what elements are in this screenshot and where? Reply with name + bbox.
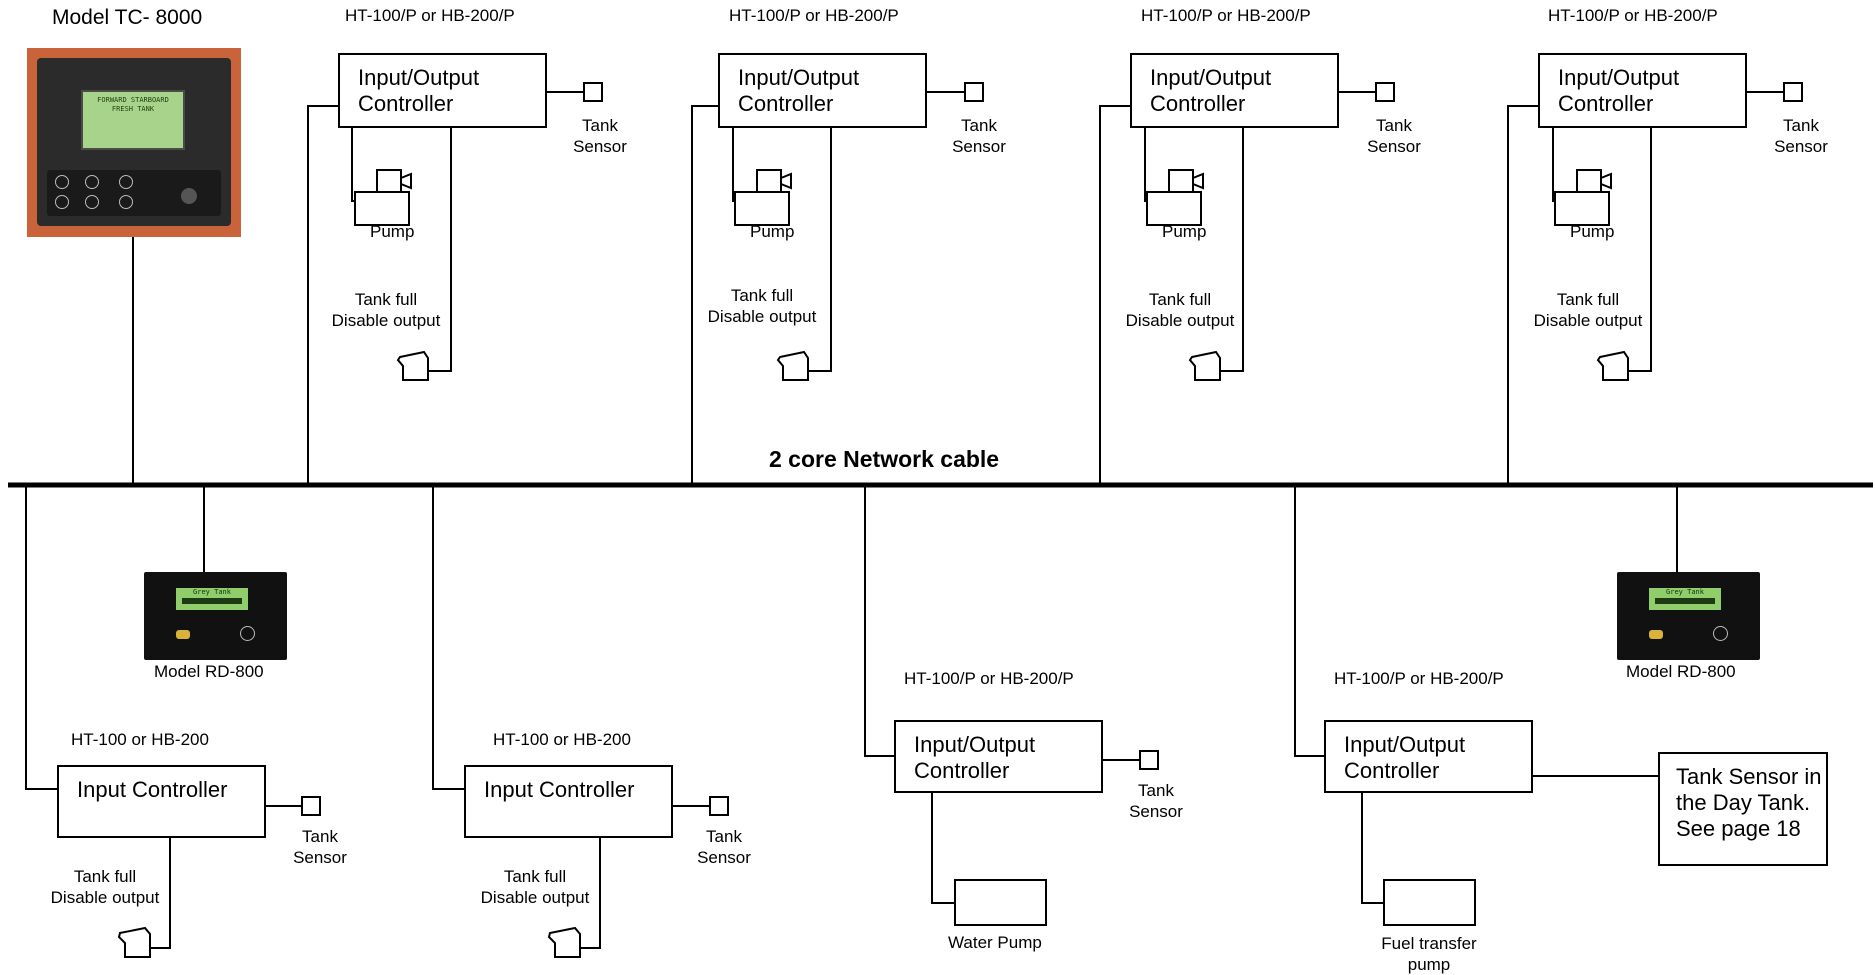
- tc8000-device-image: FORWARD STARBOARD FRESH TANK: [27, 48, 241, 237]
- rd800-lcd: Grey Tank: [176, 588, 248, 610]
- controller-2-model: HT-100/P or HB-200/P: [729, 6, 899, 25]
- tc8000-lcd: FORWARD STARBOARD FRESH TANK: [81, 90, 185, 150]
- pump-label: Pump: [1162, 222, 1207, 241]
- controller-3-model: HT-100/P or HB-200/P: [1141, 6, 1311, 25]
- rd800-bar: [182, 598, 242, 604]
- rd800-device-image: Grey Tank: [1617, 572, 1760, 660]
- controller-4-model: HT-100/P or HB-200/P: [1548, 6, 1718, 25]
- down-button-icon: [119, 195, 133, 209]
- io-bottom-1-model: HT-100/P or HB-200/P: [904, 669, 1074, 688]
- knob-icon: [181, 188, 197, 204]
- tank-sensor-icon: [964, 82, 984, 102]
- input-controller-2-model: HT-100 or HB-200: [493, 730, 631, 749]
- pump-label: Pump: [1570, 222, 1615, 241]
- pump-icon: [734, 169, 792, 226]
- logo-icon: [176, 630, 190, 639]
- down-button-icon: [85, 195, 99, 209]
- rd800-device-image: Grey Tank: [144, 572, 287, 660]
- rd800-label-right: Model RD-800: [1626, 662, 1736, 681]
- pump-label: Pump: [370, 222, 415, 241]
- pump-label: Pump: [750, 222, 795, 241]
- rd800-bar: [1655, 598, 1715, 604]
- logo-icon: [1649, 630, 1663, 639]
- tank-sensor-icon: [301, 796, 321, 816]
- pump-icon: [1554, 169, 1612, 226]
- top-drop-3: [1099, 105, 1130, 485]
- float-switch-icon: [396, 350, 429, 381]
- tank-sensor-icon: [1783, 82, 1803, 102]
- fuel-pump-box: [1383, 879, 1476, 926]
- pump-icon: [354, 169, 412, 226]
- down-button-icon: [55, 195, 69, 209]
- day-tank-note: Tank Sensor in the Day Tank. See page 18: [1658, 752, 1828, 866]
- rd800-label-left: Model RD-800: [154, 662, 264, 681]
- tc8000-lcd-line1: FORWARD STARBOARD: [97, 96, 169, 104]
- top-drop-1: [307, 105, 338, 485]
- water-pump-box: [954, 879, 1047, 926]
- backlight-button-icon: [240, 626, 255, 641]
- float-switch-icon: [1596, 350, 1629, 381]
- top-drop-2: [691, 105, 718, 485]
- tank-sensor-icon: [1375, 82, 1395, 102]
- tank-sensor-icon: [1139, 750, 1159, 770]
- tc8000-lcd-line2: FRESH TANK: [111, 105, 155, 113]
- up-button-icon: [55, 175, 69, 189]
- tank-sensor-icon: [583, 82, 603, 102]
- float-switch-icon: [117, 926, 151, 958]
- input-controller-1-model: HT-100 or HB-200: [71, 730, 209, 749]
- network-cable-label: 2 core Network cable: [769, 446, 1000, 472]
- controller-1-model: HT-100/P or HB-200/P: [345, 6, 515, 25]
- up-button-icon: [85, 175, 99, 189]
- rd800-lcd: Grey Tank: [1649, 588, 1721, 610]
- up-button-icon: [119, 175, 133, 189]
- float-switch-icon: [547, 926, 581, 958]
- tc8000-label: Model TC- 8000: [52, 6, 203, 29]
- input-controller-2: Input Controller: [464, 765, 673, 838]
- float-switch-icon: [1188, 350, 1221, 381]
- tc8000-keypad: [47, 170, 221, 216]
- float-switch-icon: [776, 350, 809, 381]
- input-controller-1: Input Controller: [57, 765, 266, 838]
- io-bottom-2-model: HT-100/P or HB-200/P: [1334, 669, 1504, 688]
- water-pump-label: Water Pump: [948, 933, 1042, 952]
- pump-icon: [1146, 169, 1204, 226]
- backlight-button-icon: [1713, 626, 1728, 641]
- top-drop-4: [1507, 105, 1538, 485]
- tank-sensor-icon: [709, 796, 729, 816]
